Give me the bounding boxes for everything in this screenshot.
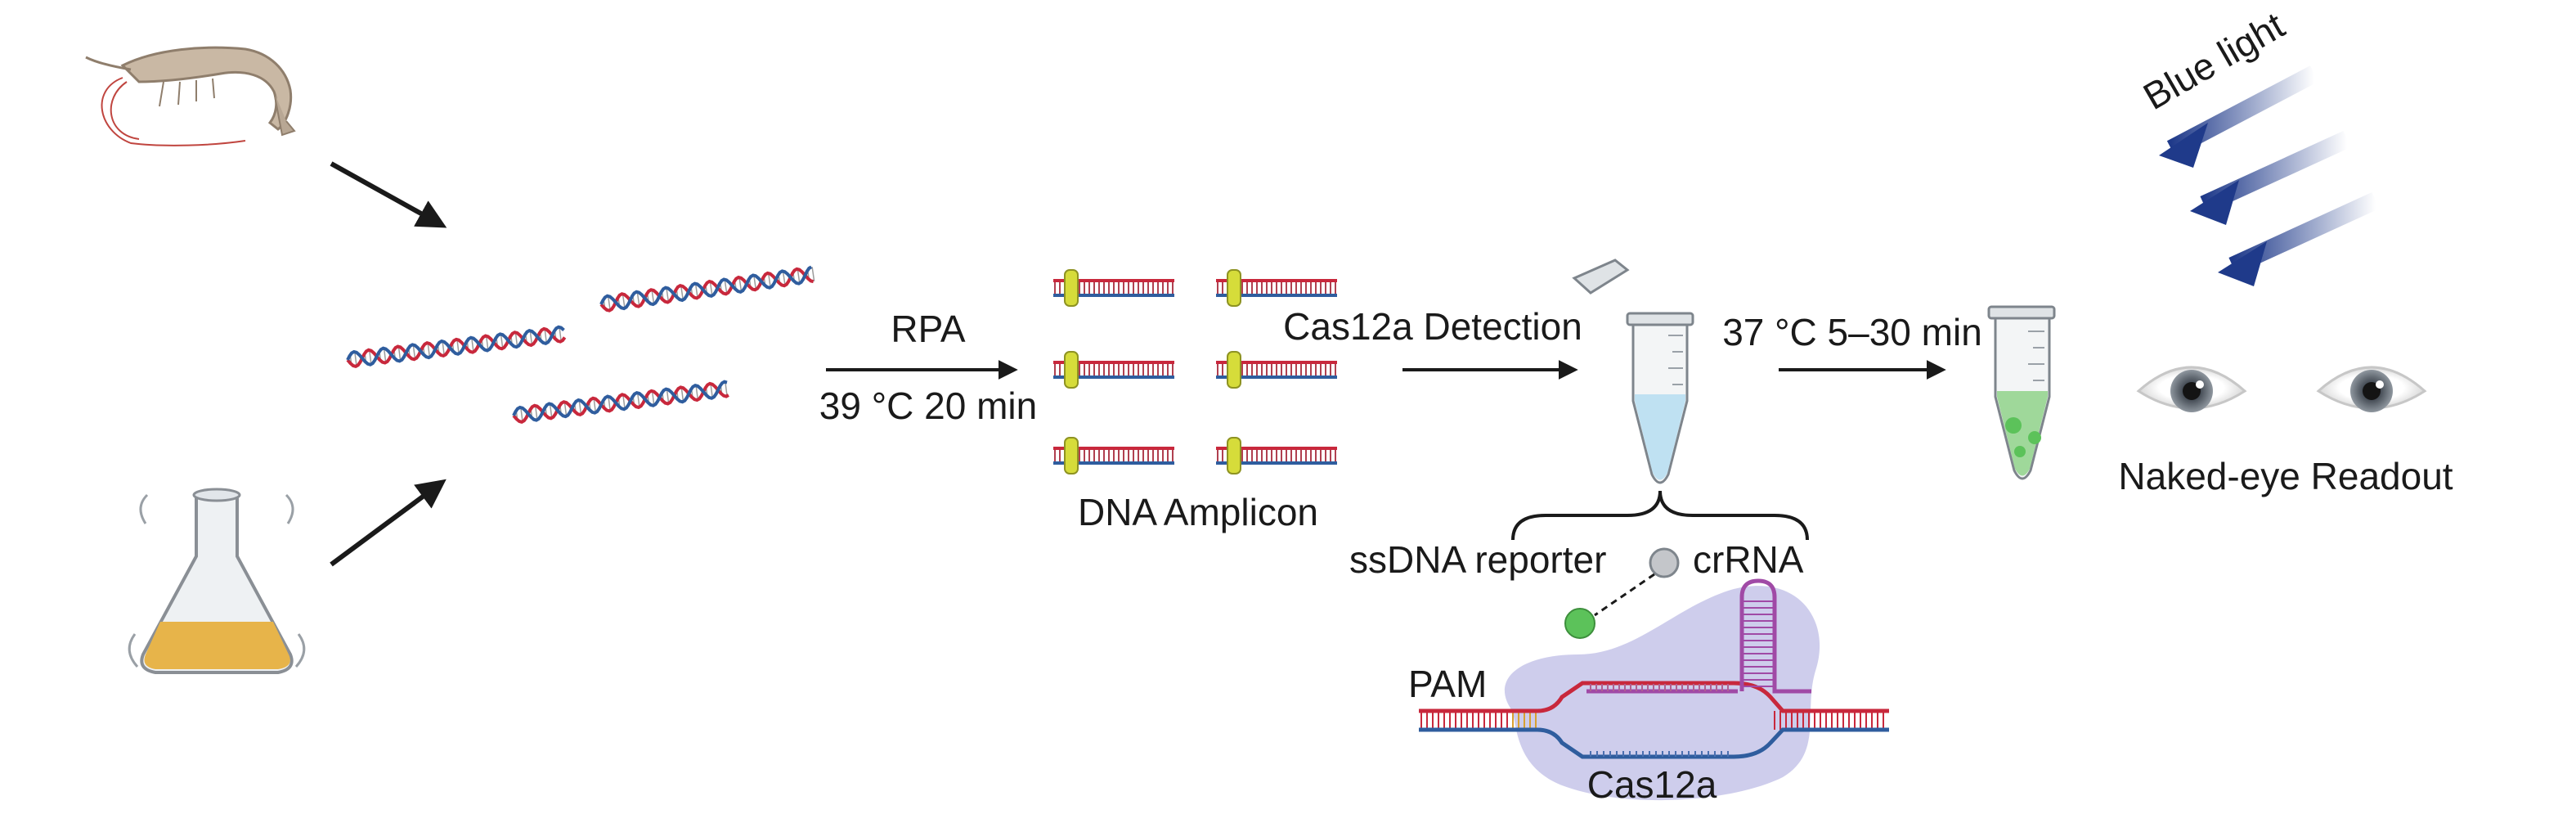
fluorophore-icon — [1564, 608, 1595, 639]
blue-light-beams — [2159, 65, 2380, 286]
dna-helix — [512, 380, 729, 424]
detection-label: Cas12a Detection — [1283, 305, 1582, 348]
quencher-icon — [1649, 547, 1680, 578]
arrow-shrimp-to-dna — [330, 161, 447, 228]
dna-helices — [346, 265, 815, 424]
reaction-tube-blue — [1572, 259, 1694, 484]
eye-icon-left — [2136, 366, 2247, 412]
components-brace — [1511, 490, 1809, 541]
pam-label: PAM — [1408, 663, 1487, 705]
flask-icon — [128, 488, 306, 674]
rpa-condition-label: 39 °C 20 min — [819, 385, 1037, 427]
eye-icon-right — [2316, 366, 2427, 412]
dna-amplicon-icon — [1053, 351, 1174, 389]
arrow-flask-to-dna — [330, 479, 447, 567]
crrna-label: crRNA — [1693, 538, 1804, 581]
dna-helix — [599, 265, 815, 313]
reporter-linker — [1594, 573, 1655, 617]
ssdna-reporter-label: ssDNA reporter — [1349, 538, 1606, 581]
dna-amplicon-icon — [1053, 437, 1174, 474]
rpa-label: RPA — [891, 308, 965, 350]
dna-amplicons — [1053, 269, 1337, 474]
readout-label: Naked-eye Readout — [2118, 455, 2453, 497]
cas12a-complex — [1419, 578, 1889, 801]
dna-amplicon-icon — [1216, 269, 1337, 307]
dna-amplicon-icon — [1216, 437, 1337, 474]
dna-amplicon-icon — [1216, 351, 1337, 389]
dna-helix — [346, 325, 567, 368]
detection-condition-label: 37 °C 5–30 min — [1722, 311, 1982, 353]
amplicon-label: DNA Amplicon — [1078, 491, 1318, 533]
reaction-tube-green — [1987, 305, 2056, 480]
cas12a-label: Cas12a — [1587, 763, 1717, 806]
dna-amplicon-icon — [1053, 269, 1174, 307]
shrimp-icon — [85, 46, 296, 146]
